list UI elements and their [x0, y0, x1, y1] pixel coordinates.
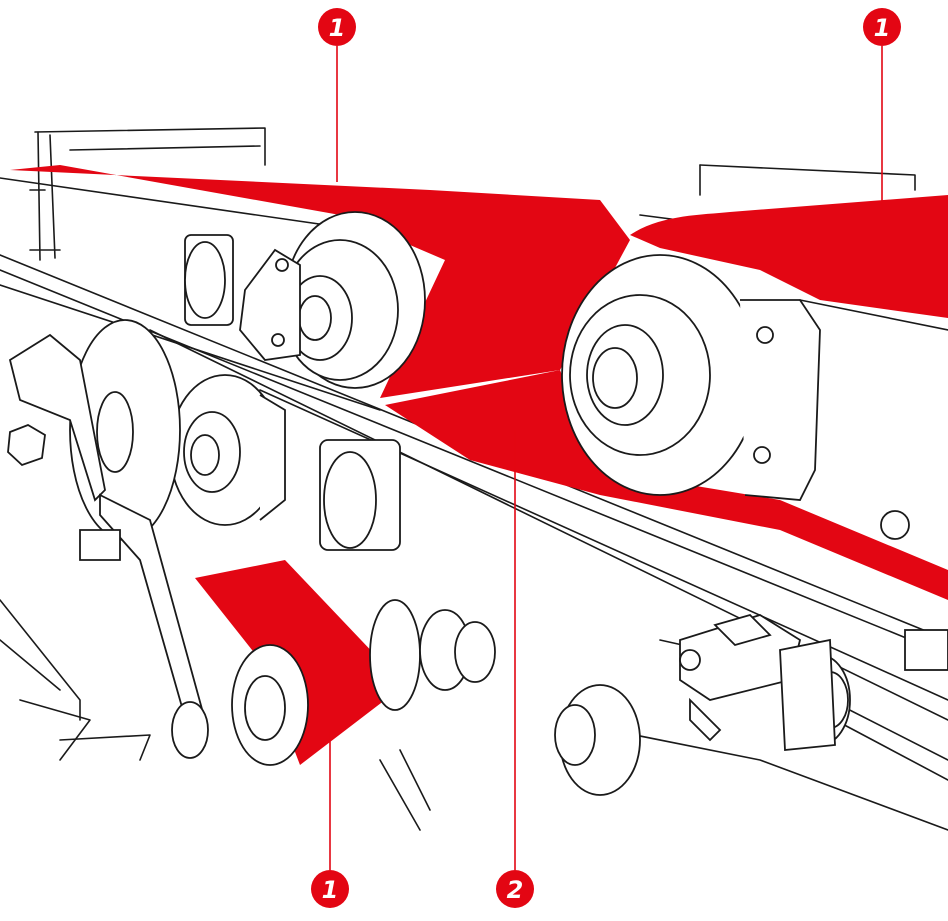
upper-belt-right — [630, 195, 948, 318]
rollers — [7, 211, 948, 796]
callout-number: 1 — [329, 14, 346, 42]
callout-number: 1 — [322, 876, 339, 904]
callout-bottom-left: 1 — [311, 870, 349, 908]
callout-badge — [496, 870, 534, 908]
callout-top-right: 1 — [863, 8, 901, 46]
callout-top-left: 1 — [318, 8, 356, 46]
callout-number: 2 — [507, 876, 524, 904]
callout-badge — [311, 870, 349, 908]
callout-bottom-center: 2 — [496, 870, 534, 908]
upper-belt-left — [10, 165, 630, 398]
callout-badge — [863, 8, 901, 46]
leader-lines — [329, 46, 883, 870]
callout-number: 1 — [874, 14, 891, 42]
callout-badge — [318, 8, 356, 46]
